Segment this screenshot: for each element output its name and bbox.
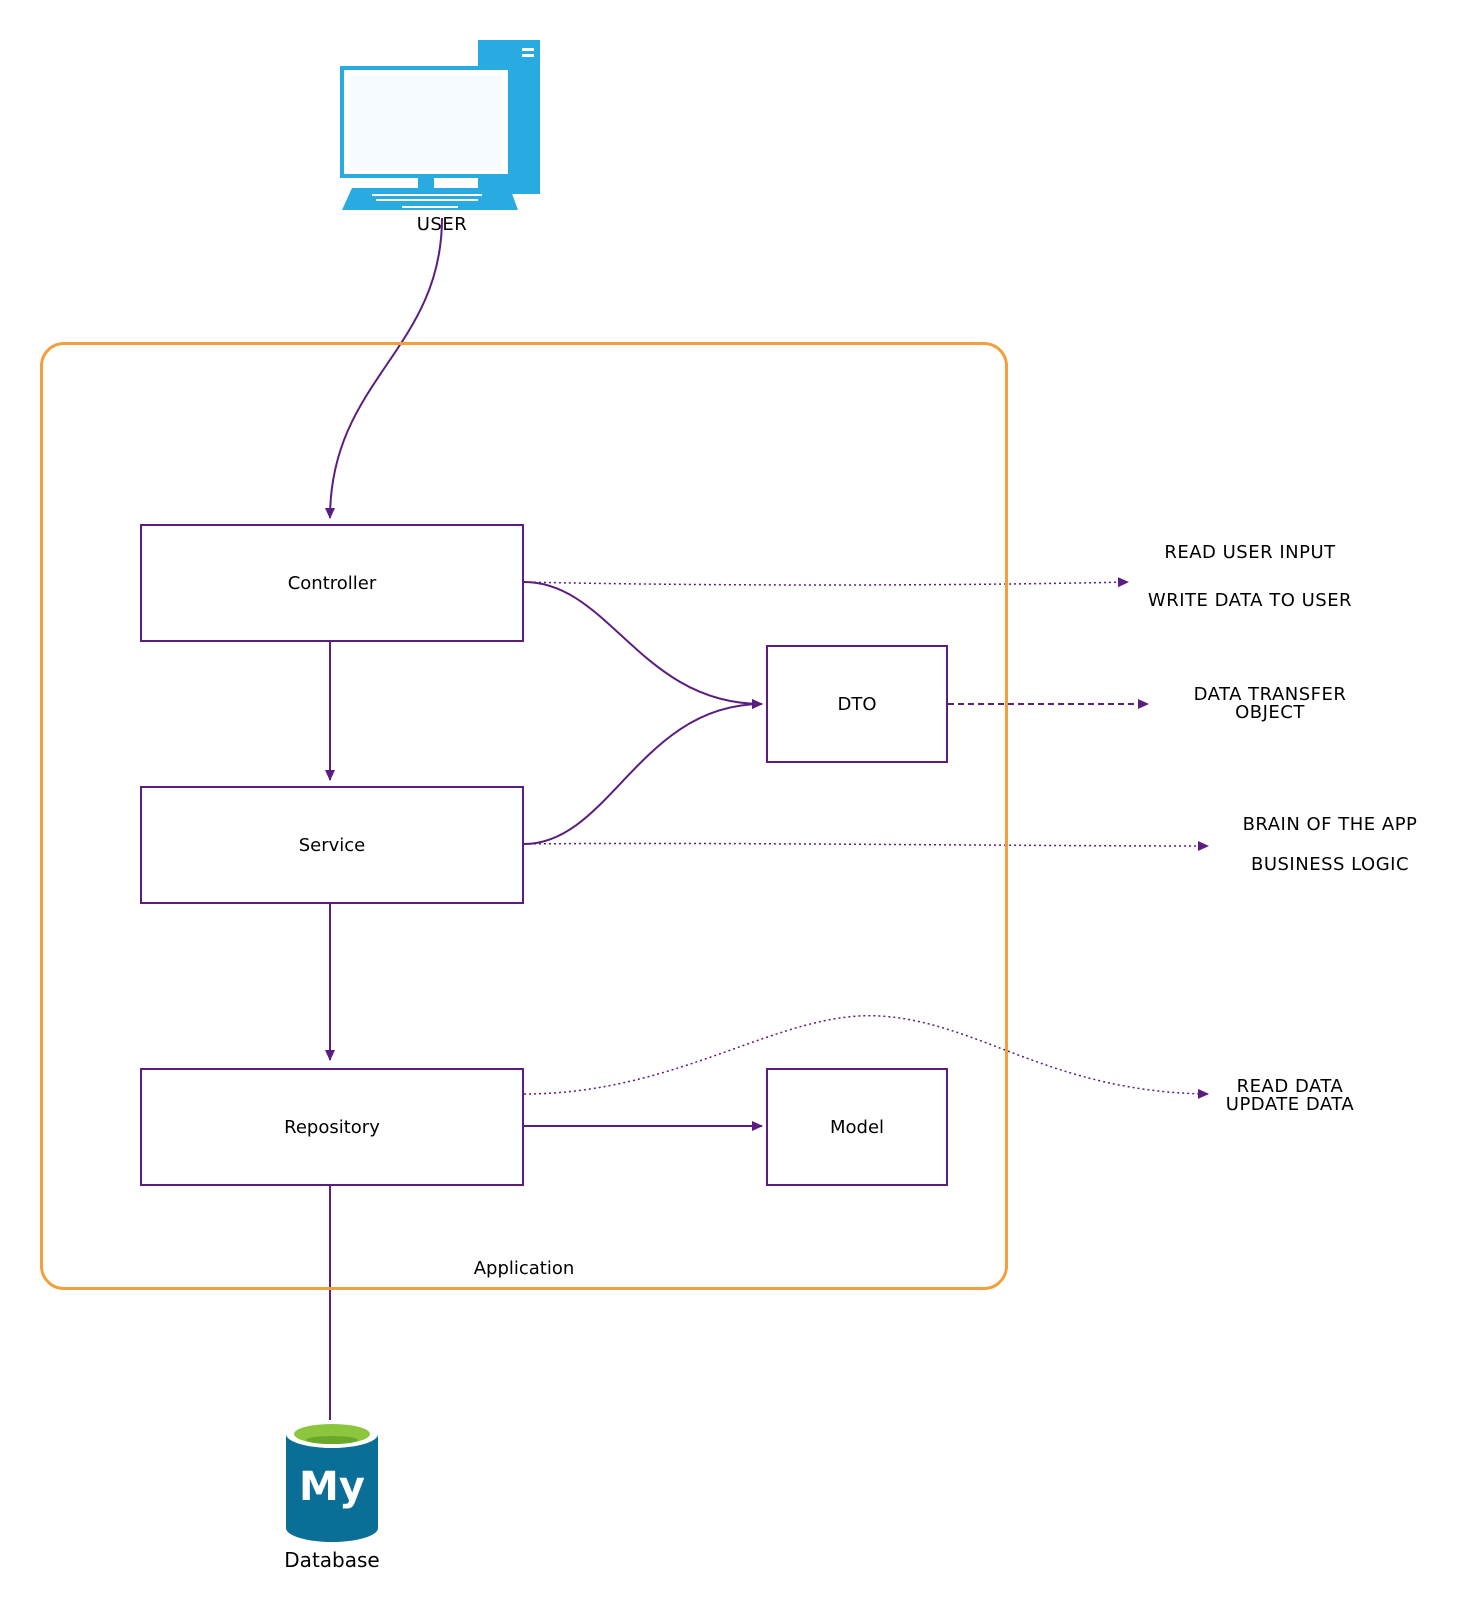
arrow-repository-annotation xyxy=(523,1015,1209,1099)
service-box[interactable]: Service xyxy=(140,786,524,904)
service-annotation-line2: BUSINESS LOGIC xyxy=(1250,854,1410,875)
service-annotation-line1: BRAIN OF THE APP xyxy=(1242,814,1418,835)
application-label: Application xyxy=(473,1258,575,1279)
dto-box[interactable]: DTO xyxy=(766,645,948,763)
arrow-service-annotation xyxy=(523,840,1209,851)
controller-label: Controller xyxy=(287,572,377,594)
controller-box[interactable]: Controller xyxy=(140,524,524,642)
application-container xyxy=(40,342,1008,1290)
model-box[interactable]: Model xyxy=(766,1068,948,1186)
repository-box[interactable]: Repository xyxy=(140,1068,524,1186)
arrow-controller-to-dto xyxy=(523,581,763,709)
repository-annotation-line1: READ DATA xyxy=(1236,1076,1344,1097)
repository-annotation-line2: UPDATE DATA xyxy=(1225,1094,1355,1115)
arrow-controller-annotation xyxy=(523,577,1129,588)
computer-icon xyxy=(340,40,540,210)
controller-annotation-line1: READ USER INPUT xyxy=(1164,542,1336,563)
dto-annotation-line1: DATA TRANSFER xyxy=(1193,684,1347,705)
arrow-user-to-controller xyxy=(325,217,443,519)
repository-label: Repository xyxy=(284,1116,380,1138)
arrow-service-to-dto xyxy=(523,699,763,845)
mysql-database-icon: My xyxy=(286,1420,378,1542)
model-label: Model xyxy=(829,1116,885,1138)
database-logo-text: My xyxy=(299,1464,365,1510)
database-label: Database xyxy=(284,1548,380,1572)
controller-annotation-line2: WRITE DATA TO USER xyxy=(1147,590,1353,611)
user-label: USER xyxy=(416,214,468,235)
dto-annotation-line2: OBJECT xyxy=(1235,702,1305,723)
dto-label: DTO xyxy=(837,693,877,715)
service-label: Service xyxy=(298,834,366,856)
